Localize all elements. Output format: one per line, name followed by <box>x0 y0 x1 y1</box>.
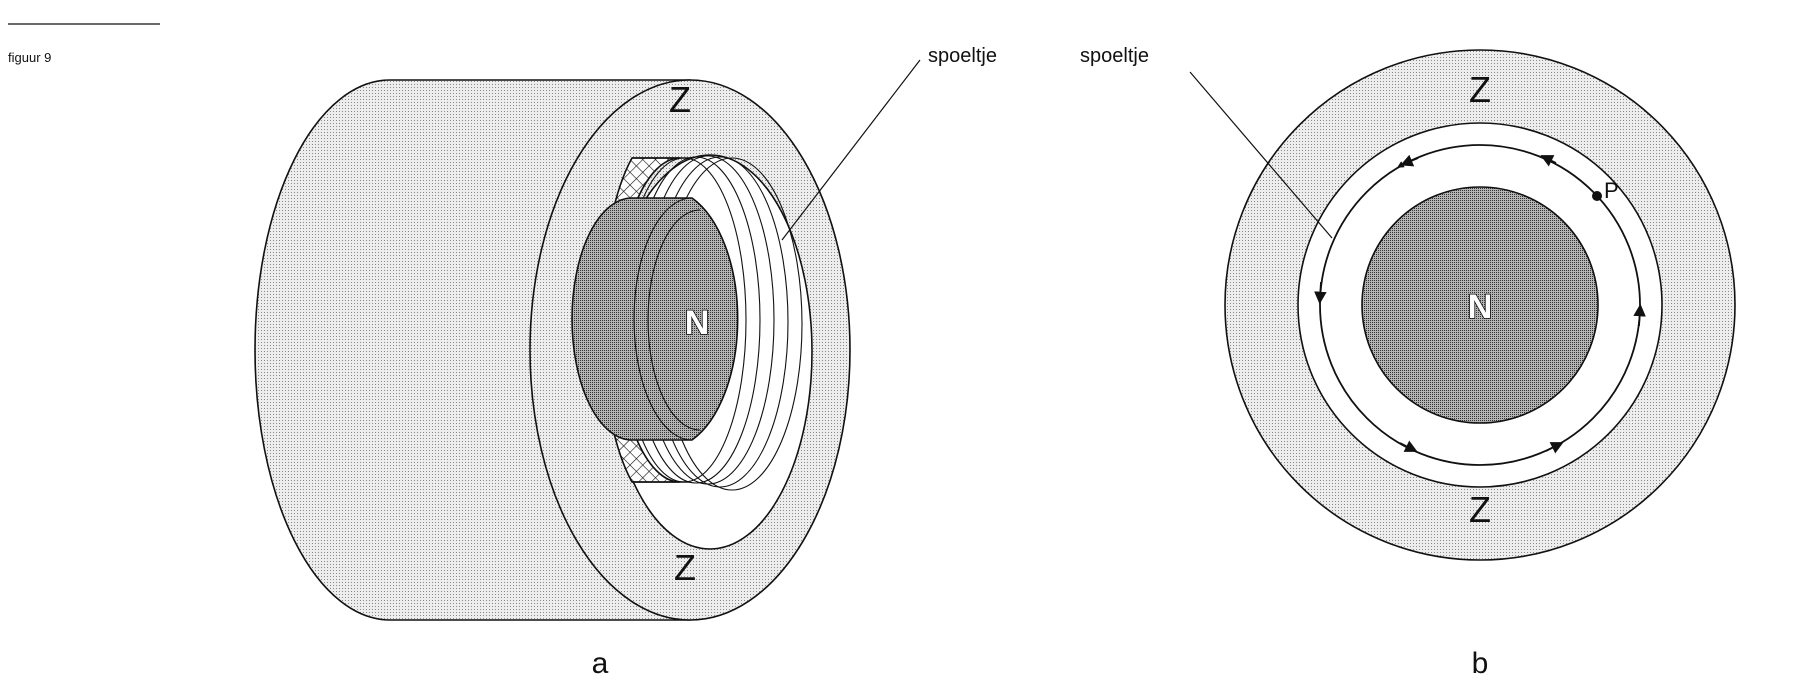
panel-a-pole-z-top: Z <box>669 79 691 120</box>
panel-a-pole-n: N <box>685 304 710 342</box>
current-arrows <box>1314 154 1646 454</box>
panel-a-pole-z-bottom: Z <box>674 547 696 588</box>
panel-b-pole-n: N <box>1468 288 1493 326</box>
panel-b-pole-z-top: Z <box>1469 69 1491 110</box>
panel-b-coil-label: spoeltje <box>1080 45 1149 67</box>
panel-b-callout-line <box>1189 71 1333 239</box>
panel-b-pole-z-bottom: Z <box>1469 489 1491 530</box>
core-north-pole <box>571 197 739 441</box>
panel-a-callout-line <box>781 59 921 241</box>
panel-b-magnet: P Z Z N spoeltje b <box>1080 45 1736 680</box>
core-north-pole-b <box>1361 186 1599 424</box>
panel-a-coil-label: spoeltje <box>928 45 997 67</box>
point-p-marker <box>1592 191 1602 201</box>
panel-a-magnet: Z Z N spoeltje a <box>254 45 997 680</box>
panel-b-point-p: P <box>1604 178 1619 203</box>
panel-b-label: b <box>1472 647 1489 680</box>
panel-a-label: a <box>592 647 609 680</box>
figure-label: figuur 9 <box>8 50 51 65</box>
